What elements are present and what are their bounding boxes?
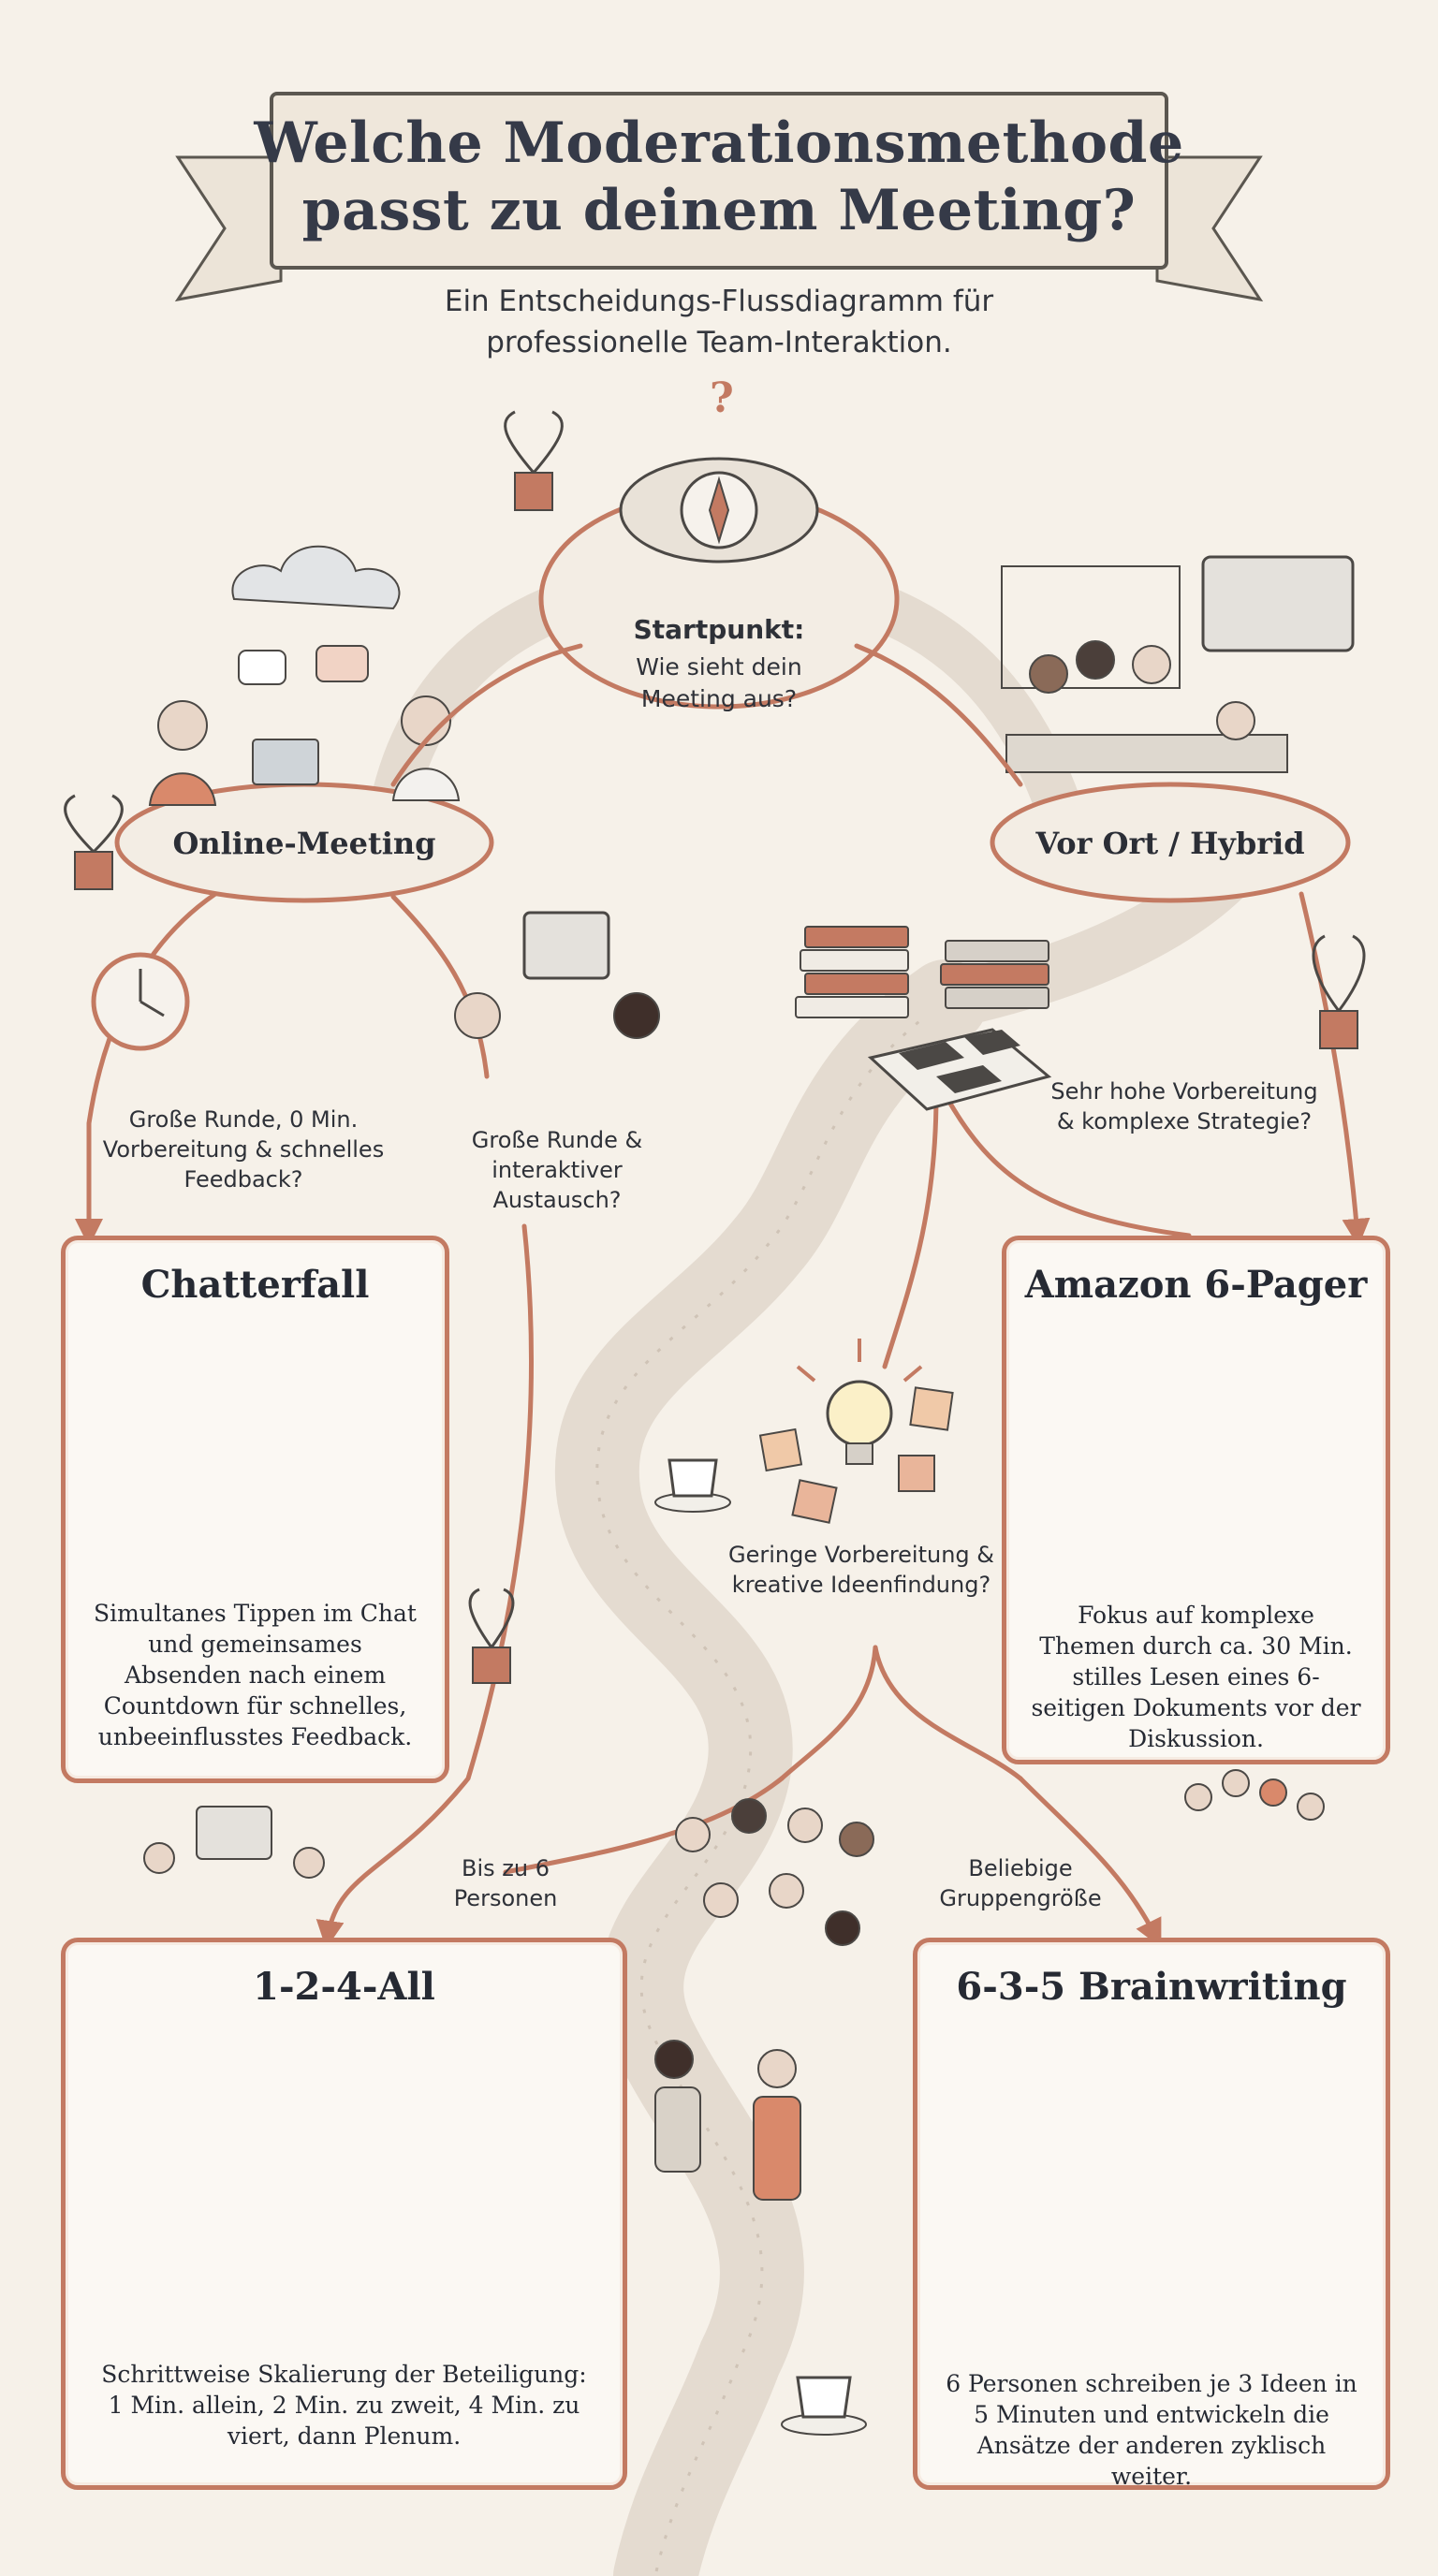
cloud-icon xyxy=(231,545,401,610)
method-title-brainwriting: 6-3-5 Brainwriting xyxy=(956,1965,1347,2009)
method-desc-brainwriting: 6 Personen schreiben je 3 Ideen in 5 Min… xyxy=(946,2370,1357,2490)
question-creative: Geringe Vorbereitung & kreative Ideenfin… xyxy=(727,1542,995,1598)
chat-bubble-icon xyxy=(238,650,286,685)
lightbulb-icon xyxy=(796,1339,923,1465)
video-call-icon xyxy=(1201,555,1355,652)
question-up-to-6: Bis zu 6 Personen xyxy=(453,1855,558,1911)
title-banner xyxy=(174,92,1264,302)
question-amazon: Sehr hohe Vorbereitung & komplexe Strate… xyxy=(1050,1078,1318,1134)
decorations xyxy=(64,410,1366,2436)
crowd-illustration xyxy=(654,1798,874,2201)
start-node: ? xyxy=(538,374,900,710)
plant-icon xyxy=(64,410,1366,1684)
start-title: Startpunkt: xyxy=(633,614,805,645)
onsite-hybrid-label: Vor Ort / Hybrid xyxy=(1035,826,1305,861)
coffee-cup-icon-bottom xyxy=(781,2376,867,2436)
method-title-one-two-four-all: 1-2-4-All xyxy=(253,1965,435,2009)
page-title-line-1: Welche Moderationsmethode xyxy=(254,110,1184,176)
online-meeting-label: Online-Meeting xyxy=(172,826,436,861)
start-question: Wie sieht dein Meeting aus? xyxy=(636,653,802,712)
page-title-line-2: passt zu deinem Meeting? xyxy=(301,178,1137,243)
question-interactive: Große Runde & interaktiver Austausch? xyxy=(471,1127,643,1213)
method-box-amazon: Amazon 6-Pager Fokus auf komplexe Themen… xyxy=(1002,1236,1390,1764)
chessboard-icon xyxy=(867,1028,1052,1111)
method-desc-one-two-four-all: Schrittweise Skalierung der Beteiligung:… xyxy=(101,2361,587,2450)
method-box-chatterfall: Chatterfall Simultanes Tippen im Chat un… xyxy=(61,1236,449,1783)
online-node xyxy=(114,545,494,903)
method-title-chatterfall: Chatterfall xyxy=(140,1263,370,1307)
question-any-size: Beliebige Gruppengröße xyxy=(939,1855,1102,1911)
onsite-node xyxy=(990,555,1355,903)
method-box-brainwriting: 6-3-5 Brainwriting 6 Personen schreiben … xyxy=(913,1938,1390,2490)
svg-text:?: ? xyxy=(710,374,734,422)
coffee-cup-icon xyxy=(654,1458,731,1513)
page-subtitle: Ein Entscheidungs-Flussdiagramm für prof… xyxy=(444,285,994,359)
method-desc-amazon: Fokus auf komplexe Themen durch ca. 30 M… xyxy=(1031,1602,1361,1752)
method-desc-chatterfall: Simultanes Tippen im Chat und gemeinsame… xyxy=(94,1600,417,1750)
question-chatterfall: Große Runde, 0 Min. Vorbereitung & schne… xyxy=(102,1106,385,1193)
method-box-one-two-four-all: 1-2-4-All Schrittweise Skalierung der Be… xyxy=(61,1938,627,2490)
book-stack-icon xyxy=(795,926,1049,1018)
method-title-amazon: Amazon 6-Pager xyxy=(1024,1263,1368,1307)
